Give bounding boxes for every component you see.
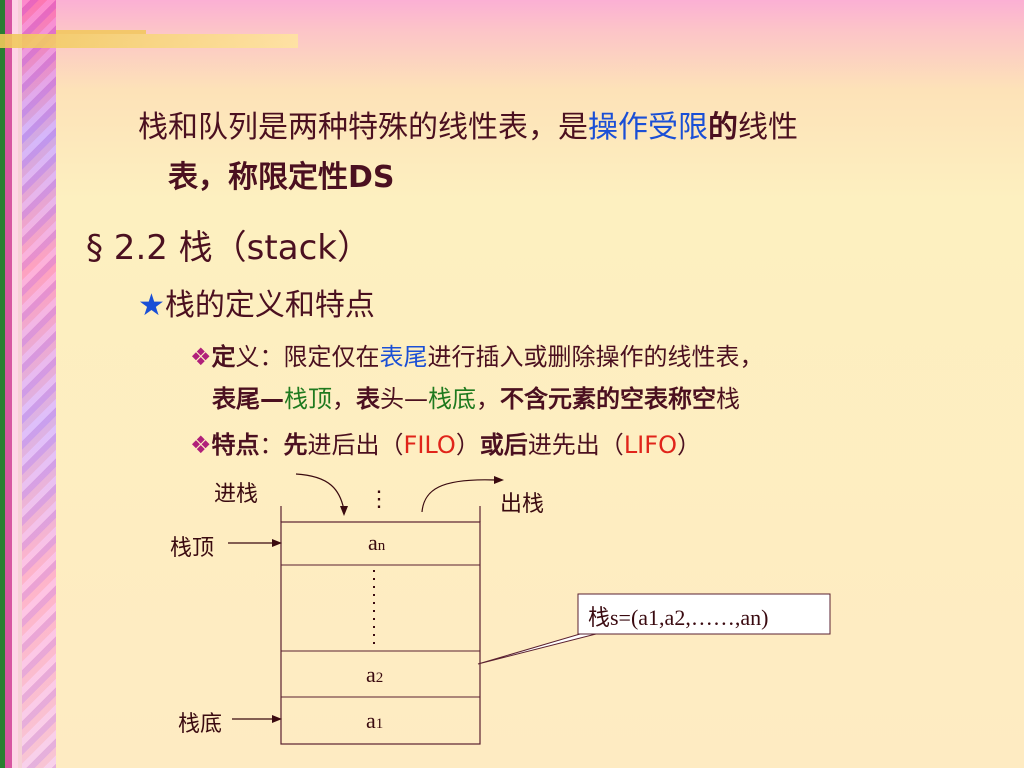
- def-table-tail: 表尾: [379, 343, 428, 371]
- cell-a2: a2: [366, 662, 383, 688]
- star-icon: ★: [138, 288, 165, 323]
- feature-or-last: 或后: [479, 431, 528, 459]
- intro-line-1: 栈和队列是两种特殊的线性表，是操作受限的线性: [138, 108, 798, 148]
- pop-arrowhead: [494, 476, 504, 484]
- intro-line-2: 表，称限定性DS: [168, 158, 395, 198]
- feature-first: 先: [283, 431, 308, 459]
- decorative-left-strip: [0, 0, 56, 768]
- intro-text-a: 栈和队列是两种特殊的线性表，是: [138, 110, 588, 145]
- feature-filo: FILO: [403, 431, 456, 459]
- bullet-text: 栈的定义和特点: [164, 288, 375, 323]
- def-label-a: 定: [211, 343, 236, 371]
- bottom-pointer-head: [272, 715, 282, 723]
- cell-a1: a1: [366, 708, 383, 734]
- callout-box: [577, 593, 831, 635]
- feature-colon: ：: [259, 431, 284, 459]
- cell-a2-a: a: [366, 662, 376, 687]
- feature-last-in: 进先出（: [527, 431, 624, 459]
- cell-a1-a: a: [366, 708, 376, 733]
- feature-line: ❖特点：先进后出（FILO）或后进先出（LIFO）: [190, 425, 701, 460]
- intro-text-operation-restricted: 操作受限: [588, 110, 708, 145]
- stack-top-label: 栈顶: [170, 535, 215, 560]
- feature-lifo: LIFO: [623, 431, 677, 459]
- def-stack-bottom: 栈底: [428, 385, 476, 413]
- def-comma-2: ，: [476, 385, 500, 413]
- cell-a2-sub: 2: [375, 670, 384, 686]
- bullet-definition-features: ★栈的定义和特点: [138, 280, 375, 324]
- diamond-bullet-icon: ❖: [190, 431, 212, 459]
- def-head-dash: 头—: [380, 385, 428, 413]
- pop-arrow: [421, 479, 497, 513]
- cell-an-sub: n: [377, 538, 386, 554]
- definition-line-2: 表尾—栈顶，表头—栈底，不含元素的空表称空栈: [212, 379, 740, 414]
- intro-text-linear: 线性: [738, 110, 798, 145]
- feature-close-2: ）: [676, 431, 701, 459]
- def-rest: 进行插入或删除操作的线性表，: [427, 343, 764, 371]
- feature-close-1: ）: [455, 431, 480, 459]
- def-stack-top: 栈顶: [284, 385, 332, 413]
- callout-text: 栈s=(a1,a2,……,an): [588, 605, 769, 630]
- stack-bottom-label: 栈底: [178, 711, 223, 736]
- decorative-top-accent: [56, 30, 146, 34]
- push-label: 进栈: [214, 481, 259, 506]
- stack-box: [280, 521, 481, 745]
- def-stack-word: 栈: [716, 385, 740, 413]
- top-pointer-head: [272, 539, 282, 547]
- def-tail-top: 表尾—: [212, 385, 284, 413]
- feature-first-in: 进后出（: [307, 431, 404, 459]
- cell-a1-sub: 1: [375, 716, 384, 732]
- intro-text-de: 的: [708, 110, 738, 145]
- def-empty-stack: 不含元素的空表称空: [500, 385, 716, 413]
- top-dots: ⋮: [368, 486, 390, 511]
- def-head: 表: [356, 385, 380, 413]
- push-arrow: [295, 473, 345, 511]
- cell-an-a: a: [368, 530, 378, 555]
- intro-text-limited-ds: 表，称限定性DS: [168, 160, 395, 195]
- pop-label: 出栈: [500, 491, 545, 516]
- def-label-b: 义：限定仅在: [235, 343, 380, 371]
- callout-tail: [477, 633, 597, 665]
- decorative-top-bar: [0, 34, 298, 48]
- diamond-bullet-icon: ❖: [190, 343, 212, 371]
- def-comma-1: ，: [332, 385, 356, 413]
- definition-line-1: ❖定义：限定仅在表尾进行插入或删除操作的线性表，: [190, 337, 764, 372]
- cell-an: an: [368, 530, 385, 556]
- push-arrowhead: [340, 506, 348, 516]
- feature-label: 特点: [211, 431, 260, 459]
- section-heading: § 2.2 栈（stack）: [86, 228, 371, 268]
